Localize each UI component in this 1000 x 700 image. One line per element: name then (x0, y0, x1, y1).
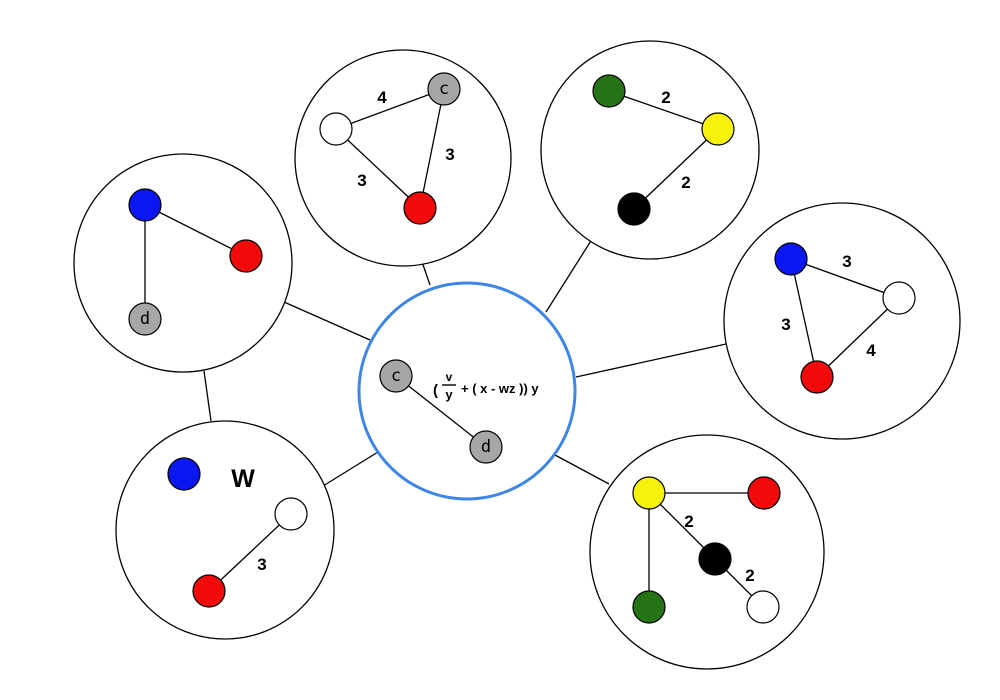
graph-edge (608, 90, 719, 130)
formula-numerator: v (446, 370, 453, 384)
graph-node (592, 74, 626, 108)
graph-bottom-right: 2 2 (632, 476, 781, 624)
graph-node (192, 574, 226, 608)
bubble-top-right (540, 40, 760, 260)
link-bottom-left (322, 451, 379, 487)
graph-node (747, 476, 781, 510)
graph-top-right: 2 2 (592, 74, 735, 226)
graph-node (746, 590, 780, 624)
graph-node (403, 191, 437, 225)
graph-node (701, 112, 735, 146)
graph-edge (335, 128, 421, 209)
edge-weight: 2 (684, 512, 693, 531)
graph-node (167, 457, 201, 491)
graph-node-d (469, 430, 503, 464)
graph-edge (335, 88, 445, 130)
graph-top-left: d (128, 188, 263, 336)
graph-right: 3 3 4 (774, 242, 916, 394)
link-bottom-right (554, 454, 610, 485)
graph-edge (419, 88, 445, 209)
link-top-right (545, 235, 595, 313)
link-top-left (283, 301, 371, 341)
graph-top: c 4 3 3 (319, 72, 461, 225)
graph-node (319, 112, 353, 146)
formula-open-paren: ( (433, 382, 438, 399)
graph-node (229, 239, 263, 273)
graph-node (882, 281, 916, 315)
bubble-bottom-left (115, 420, 335, 640)
formula: ( v y + ( x - wz )) y (433, 370, 539, 402)
bubble-links (203, 235, 727, 487)
edge-weight: 3 (842, 252, 851, 271)
graph-edge (790, 258, 818, 378)
edge-weight: 3 (257, 555, 266, 574)
graph-node (632, 590, 666, 624)
edge-weight: 4 (377, 88, 387, 107)
graph-edge (790, 258, 900, 299)
graph-title-w: W (231, 465, 255, 493)
edge-weight: 4 (866, 341, 876, 360)
graph-node-c (427, 72, 461, 106)
node-label: c (391, 366, 401, 386)
graph-node (617, 192, 651, 226)
graph-node (128, 188, 162, 222)
node-label: c (439, 79, 449, 99)
edge-weight: 3 (781, 315, 790, 334)
edge-weight: 3 (445, 145, 454, 164)
edge-weight: 2 (745, 566, 754, 585)
link-left-pair (203, 370, 212, 422)
graph-node (774, 242, 808, 276)
bubble-center (357, 281, 577, 501)
edge-weight: 2 (661, 88, 670, 107)
graph-edge (633, 128, 719, 210)
graph-node (632, 476, 666, 510)
graph-node-c (379, 359, 413, 393)
graph-center: c d ( v y + ( x - wz )) y (379, 359, 539, 464)
graph-node-d (128, 302, 162, 336)
formula-rest: + ( x - wz )) y (461, 381, 539, 396)
graph-node (274, 497, 308, 531)
edge-weight: 2 (681, 173, 690, 192)
node-label: d (481, 437, 491, 457)
graph-node (800, 360, 834, 394)
bubble-top (294, 49, 512, 267)
graph-node (698, 542, 732, 576)
graph-edge (144, 204, 247, 257)
graph-edge (208, 513, 292, 592)
bubble-right (723, 202, 961, 440)
formula-denominator: y (445, 387, 453, 402)
link-right (575, 343, 727, 378)
edge-weight: 3 (357, 171, 366, 190)
graph-edge (395, 375, 487, 448)
node-label: d (140, 309, 150, 329)
graph-bottom-left: W 3 (167, 457, 308, 608)
graph-edge (816, 297, 900, 378)
